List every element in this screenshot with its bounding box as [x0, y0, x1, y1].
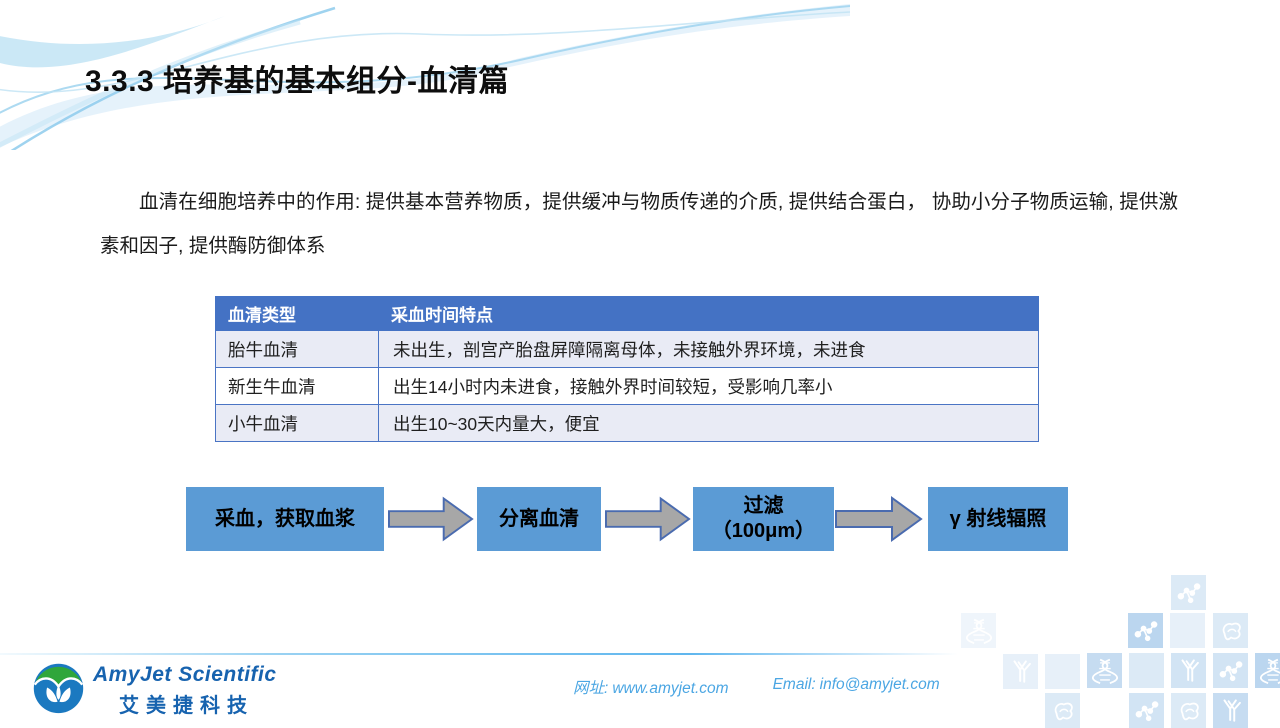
- column-header-collection-time: 采血时间特点: [378, 296, 1039, 331]
- flow-step-label: 分离血清: [499, 507, 579, 530]
- flow-step-sublabel: （100μm）: [711, 520, 816, 542]
- flow-step-collect-blood: 采血，获取血浆: [186, 487, 384, 551]
- protein-icon: [1213, 613, 1248, 648]
- email-label: Email:: [772, 676, 816, 693]
- molecule-icon: [1128, 613, 1163, 648]
- right-arrow-icon: [388, 496, 474, 542]
- molecule-icon: [1129, 693, 1164, 728]
- serum-table: 血清类型 采血时间特点 胎牛血清 未出生，剖宫产胎盘屏障隔离母体，未接触外界环境…: [215, 296, 1039, 442]
- flow-step-gamma-irradiation: γ 射线辐照: [928, 487, 1068, 551]
- website-link[interactable]: 网址:www.amyjet.com: [573, 676, 733, 698]
- blank-tile: [1129, 653, 1164, 688]
- antibody-icon: [1213, 693, 1248, 728]
- email-link[interactable]: Email:info@amyjet.com: [773, 676, 944, 698]
- logo-name-en: AmyJet Scientific: [93, 663, 277, 686]
- company-logo: AmyJet Scientific 艾美捷科技: [30, 659, 277, 718]
- flow-step-label: 采血，获取血浆: [215, 507, 355, 530]
- cell-feature: 出生14小时内未进食，接触外界时间较短，受影响几率小: [378, 367, 1039, 405]
- antibody-icon: [1003, 654, 1038, 689]
- molecule-icon: [1171, 575, 1206, 610]
- cell-serum-type: 新生牛血清: [215, 367, 379, 405]
- molecule-icon: [1213, 653, 1248, 688]
- process-flow-diagram: 采血，获取血浆 分离血清 过滤 （100μm） γ 射线辐照: [186, 487, 1071, 551]
- table-row: 小牛血清 出生10~30天内量大，便宜: [215, 404, 1039, 442]
- protein-icon: [1045, 693, 1080, 728]
- logo-name-cn: 艾美捷科技: [119, 695, 254, 717]
- cell-serum-type: 小牛血清: [215, 404, 379, 442]
- website-url[interactable]: www.amyjet.com: [612, 680, 729, 697]
- flow-step-label: γ 射线辐照: [949, 507, 1047, 530]
- dna-icon: [1255, 653, 1280, 688]
- blank-tile: [1045, 654, 1080, 689]
- blank-tile: [1170, 613, 1205, 648]
- flow-step-filter: 过滤 （100μm）: [693, 487, 834, 551]
- cell-feature: 未出生，剖宫产胎盘屏障隔离母体，未接触外界环境，未进食: [378, 330, 1039, 368]
- dna-icon: [961, 613, 996, 648]
- website-label: 网址:: [573, 680, 609, 697]
- table-row: 胎牛血清 未出生，剖宫产胎盘屏障隔离母体，未接触外界环境，未进食: [215, 330, 1039, 368]
- footer-contact: 网址:www.amyjet.com Email:info@amyjet.com: [573, 676, 944, 698]
- cell-serum-type: 胎牛血清: [215, 330, 379, 368]
- antibody-icon: [1171, 653, 1206, 688]
- body-paragraph: 血清在细胞培养中的作用: 提供基本营养物质，提供缓冲与物质传递的介质, 提供结合…: [100, 190, 1178, 257]
- dna-icon: [1087, 653, 1122, 688]
- flow-step-label: 过滤: [743, 495, 784, 517]
- right-arrow-icon: [605, 496, 691, 542]
- email-address[interactable]: info@amyjet.com: [819, 676, 940, 693]
- flow-step-separate-serum: 分离血清: [477, 487, 601, 551]
- right-arrow-icon: [835, 496, 923, 542]
- cell-feature: 出生10~30天内量大，便宜: [378, 404, 1039, 442]
- page-title: 3.3.3 培养基的基本组分-血清篇: [85, 65, 510, 99]
- amyjet-logo-icon: [33, 663, 84, 714]
- table-row: 新生牛血清 出生14小时内未进食，接触外界时间较短，受影响几率小: [215, 367, 1039, 405]
- logo-text: AmyJet Scientific 艾美捷科技: [93, 659, 277, 718]
- protein-icon: [1171, 693, 1206, 728]
- table-header-row: 血清类型 采血时间特点: [215, 296, 1039, 331]
- footer-divider: [0, 653, 958, 655]
- column-header-serum-type: 血清类型: [215, 296, 379, 331]
